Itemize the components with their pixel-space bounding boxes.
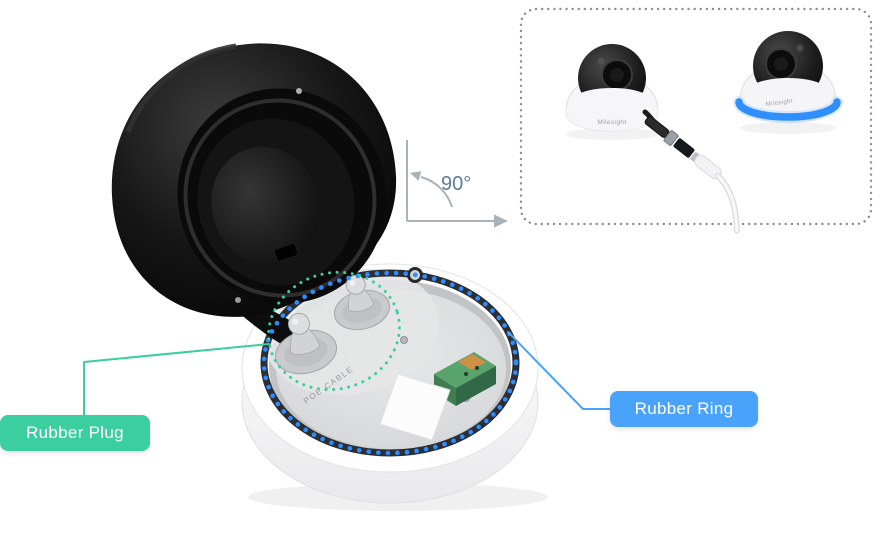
brand-logo-text: Milesight (597, 119, 626, 126)
ethernet-cable-assembly (642, 109, 740, 234)
angle-annotation: 90° (406, 140, 508, 228)
angle-arc (420, 176, 453, 208)
camera-lid (111, 43, 397, 317)
rubber-plugs (274, 274, 391, 375)
axis-arrowhead (494, 214, 508, 228)
lid-screw (296, 88, 302, 94)
inset-box (519, 7, 873, 226)
rubber-ring-dots (261, 270, 519, 456)
rubber-ring-label: Rubber Ring (610, 391, 758, 427)
inset-camera-right: Milesight (733, 31, 843, 134)
brand-logo-text: Milesight (766, 99, 794, 108)
lid-inner-dome (211, 146, 321, 266)
base-screw (400, 336, 408, 344)
rubber-plug-label: Rubber Plug (0, 415, 150, 451)
angle-text: 90° (441, 173, 471, 195)
lid-screw (235, 297, 241, 303)
arc-arrowhead (410, 171, 422, 181)
cable-slot (273, 242, 299, 263)
inset-camera-left: Milesight (565, 44, 659, 140)
rubber-plug-leader (83, 343, 270, 417)
lid-highlight (125, 43, 237, 133)
label-card (379, 373, 451, 441)
rubber-ring-leader (507, 331, 613, 410)
rubber-plug-highlight-circle (267, 270, 401, 392)
